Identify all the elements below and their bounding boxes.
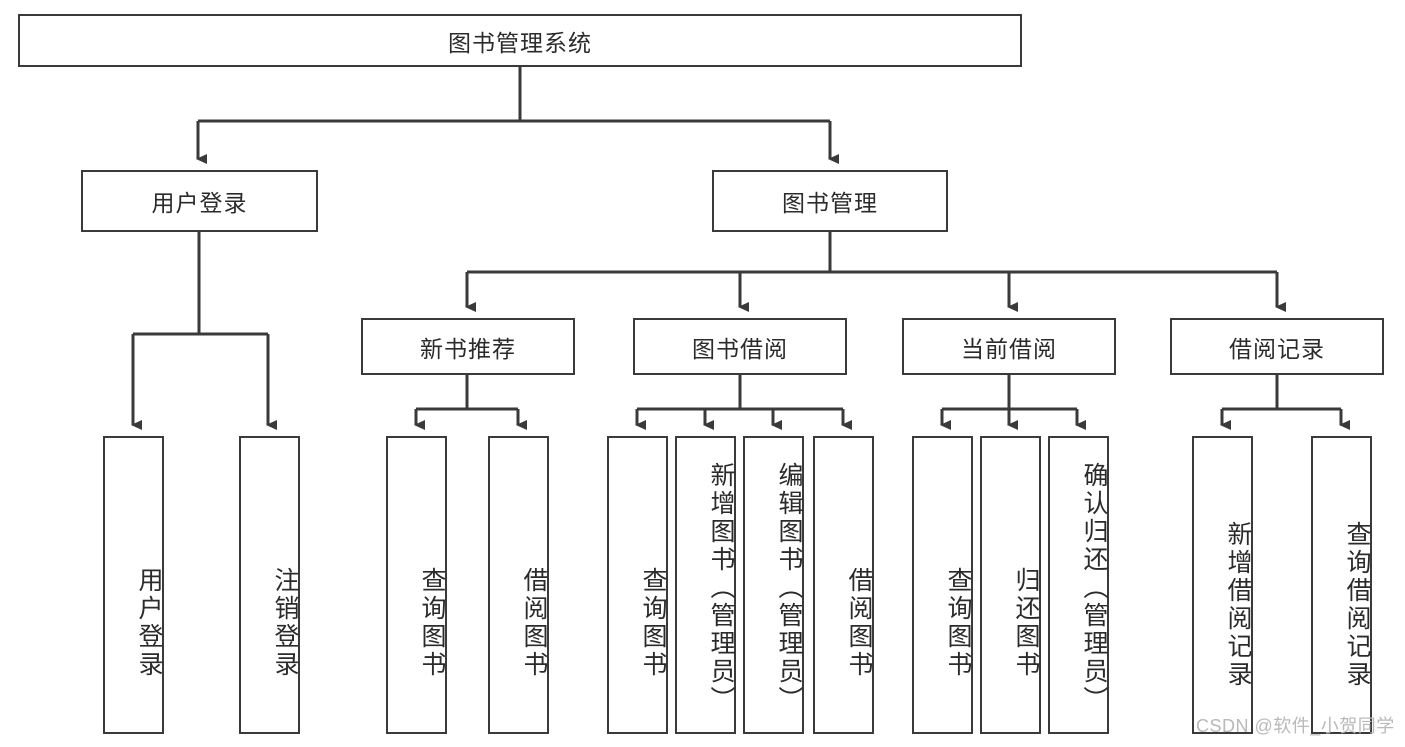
node-leaf-user-logout[interactable]: 注销登录 <box>239 436 300 734</box>
node-borrow-record[interactable]: 借阅记录 <box>1170 318 1384 375</box>
node-label: 新书推荐 <box>420 335 516 362</box>
node-leaf-current-confirm-return-admin[interactable]: 确认归还（管理员） <box>1048 436 1109 734</box>
node-label: 归还图书 <box>1012 567 1040 679</box>
node-label: 图书借阅 <box>692 335 788 362</box>
node-leaf-record-query[interactable]: 查询借阅记录 <box>1311 436 1372 734</box>
node-label: 当前借阅 <box>961 335 1057 362</box>
node-label: 借阅图书 <box>845 567 873 679</box>
node-label: 注销登录 <box>271 567 299 679</box>
node-label: 用户登录 <box>151 190 248 216</box>
node-book-manage[interactable]: 图书管理 <box>712 170 948 232</box>
node-label: 编辑图书（管理员） <box>775 462 803 714</box>
node-label: 查询图书 <box>418 567 446 679</box>
node-leaf-borrow-add-book-admin[interactable]: 新增图书（管理员） <box>675 436 736 734</box>
node-leaf-recommend-borrow-book[interactable]: 借阅图书 <box>488 436 549 734</box>
node-label: 借阅记录 <box>1229 335 1325 362</box>
node-label: 借阅图书 <box>520 567 548 679</box>
node-label: 确认归还（管理员） <box>1080 462 1108 714</box>
node-leaf-current-return-book[interactable]: 归还图书 <box>980 436 1041 734</box>
node-leaf-borrow-query-book[interactable]: 查询图书 <box>607 436 668 734</box>
csdn-watermark: CSDN @软件_小贺同学 <box>1196 716 1395 736</box>
node-user-login[interactable]: 用户登录 <box>81 170 318 232</box>
node-root-system[interactable]: 图书管理系统 <box>18 14 1022 67</box>
node-leaf-borrow-borrow-book[interactable]: 借阅图书 <box>813 436 874 734</box>
node-label: 查询借阅记录 <box>1343 521 1371 689</box>
node-current-borrow[interactable]: 当前借阅 <box>902 318 1116 375</box>
node-label: 图书管理 <box>782 190 878 216</box>
node-leaf-record-add[interactable]: 新增借阅记录 <box>1192 436 1253 734</box>
node-leaf-current-query-book[interactable]: 查询图书 <box>912 436 973 734</box>
node-label: 用户登录 <box>135 567 163 679</box>
node-label: 新增图书（管理员） <box>707 462 735 714</box>
node-label: 查询图书 <box>944 567 972 679</box>
node-leaf-user-login[interactable]: 用户登录 <box>103 436 164 734</box>
node-label: 查询图书 <box>639 567 667 679</box>
node-book-borrow[interactable]: 图书借阅 <box>633 318 847 375</box>
node-label: 图书管理系统 <box>448 29 592 56</box>
node-leaf-borrow-edit-book-admin[interactable]: 编辑图书（管理员） <box>743 436 804 734</box>
node-label: 新增借阅记录 <box>1224 521 1252 689</box>
node-new-book-recommend[interactable]: 新书推荐 <box>361 318 575 375</box>
node-leaf-recommend-query-book[interactable]: 查询图书 <box>386 436 447 734</box>
